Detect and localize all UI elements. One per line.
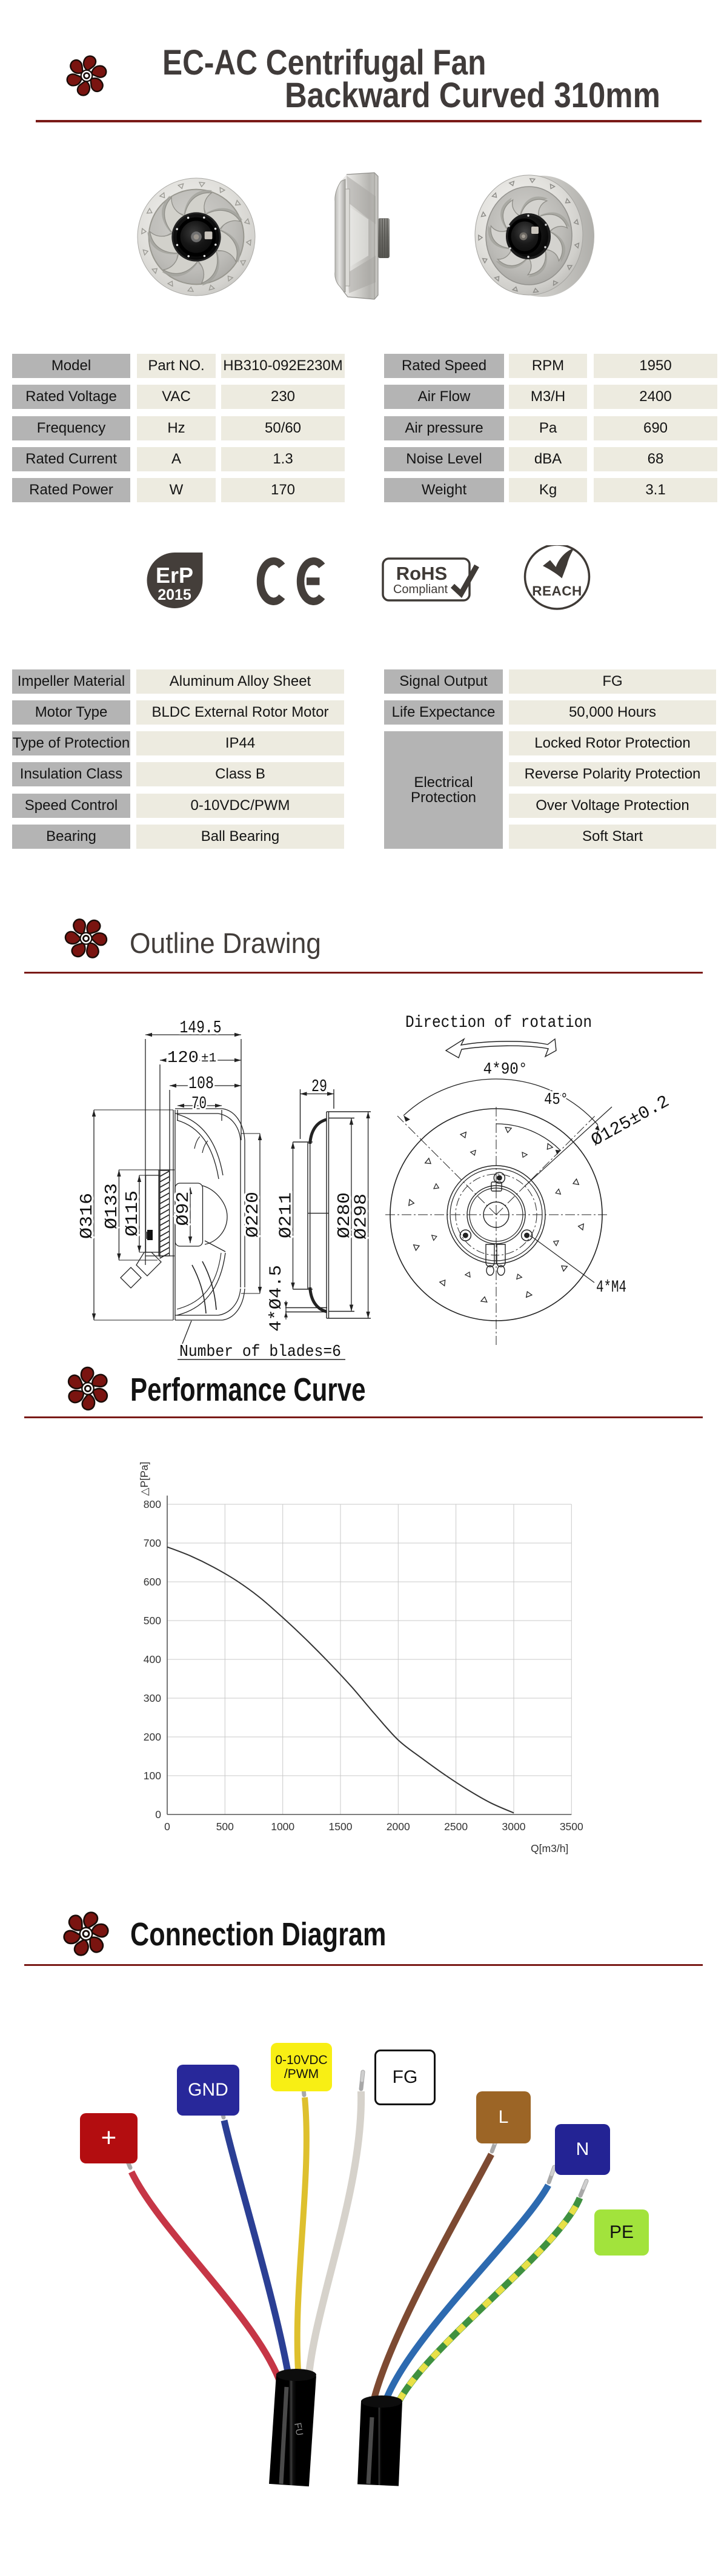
svg-text:29: 29	[311, 1077, 327, 1097]
svg-text:700: 700	[144, 1537, 161, 1549]
svg-text:Number of blades=6: Number of blades=6	[179, 1343, 341, 1361]
svg-text:2000: 2000	[387, 1821, 410, 1833]
svg-text:ErP: ErP	[156, 563, 193, 588]
svg-text:Ø92: Ø92	[173, 1192, 193, 1226]
svg-text:100: 100	[144, 1770, 161, 1782]
svg-text:4*M4: 4*M4	[596, 1278, 626, 1297]
svg-text:108: 108	[188, 1074, 214, 1094]
svg-text:120: 120	[167, 1049, 199, 1067]
svg-text:±1: ±1	[201, 1052, 216, 1066]
svg-text:0: 0	[155, 1808, 161, 1821]
svg-text:1500: 1500	[329, 1821, 353, 1833]
svg-text:1000: 1000	[271, 1821, 294, 1833]
svg-text:Ø316: Ø316	[77, 1193, 97, 1239]
svg-text:Compliant: Compliant	[393, 583, 448, 596]
svg-text:Q[m3/h]: Q[m3/h]	[531, 1842, 568, 1854]
svg-text:600: 600	[144, 1576, 161, 1588]
svg-text:800: 800	[144, 1498, 161, 1510]
svg-text:Ø280: Ø280	[334, 1192, 354, 1238]
svg-text:Ø133: Ø133	[102, 1183, 122, 1229]
svg-text:Ø220: Ø220	[243, 1192, 263, 1238]
svg-text:70: 70	[191, 1094, 207, 1114]
svg-text:Ø115: Ø115	[122, 1190, 142, 1237]
svg-text:Ø125±0.2: Ø125±0.2	[588, 1092, 672, 1151]
svg-text:200: 200	[144, 1731, 161, 1743]
svg-text:2015: 2015	[158, 586, 191, 603]
svg-text:4*Ø4.5: 4*Ø4.5	[267, 1265, 286, 1332]
svg-text:3000: 3000	[502, 1821, 526, 1833]
svg-text:FU: FU	[292, 2422, 304, 2437]
svg-text:△P[Pa]: △P[Pa]	[138, 1462, 150, 1496]
svg-text:3500: 3500	[560, 1821, 583, 1833]
svg-text:Ø211: Ø211	[276, 1192, 296, 1238]
svg-text:149.5: 149.5	[180, 1018, 222, 1038]
svg-text:400: 400	[144, 1653, 161, 1665]
svg-text:2500: 2500	[444, 1821, 468, 1833]
svg-text:300: 300	[144, 1692, 161, 1704]
svg-text:500: 500	[144, 1615, 161, 1627]
svg-text:0: 0	[164, 1821, 170, 1833]
svg-text:Ø298: Ø298	[351, 1193, 371, 1240]
svg-text:45°: 45°	[544, 1091, 568, 1109]
svg-text:REACH: REACH	[532, 583, 582, 599]
svg-text:RoHS: RoHS	[396, 563, 447, 584]
svg-text:500: 500	[216, 1821, 234, 1833]
svg-text:Direction of rotation: Direction of rotation	[405, 1014, 592, 1032]
svg-text:4*90°: 4*90°	[483, 1061, 528, 1079]
